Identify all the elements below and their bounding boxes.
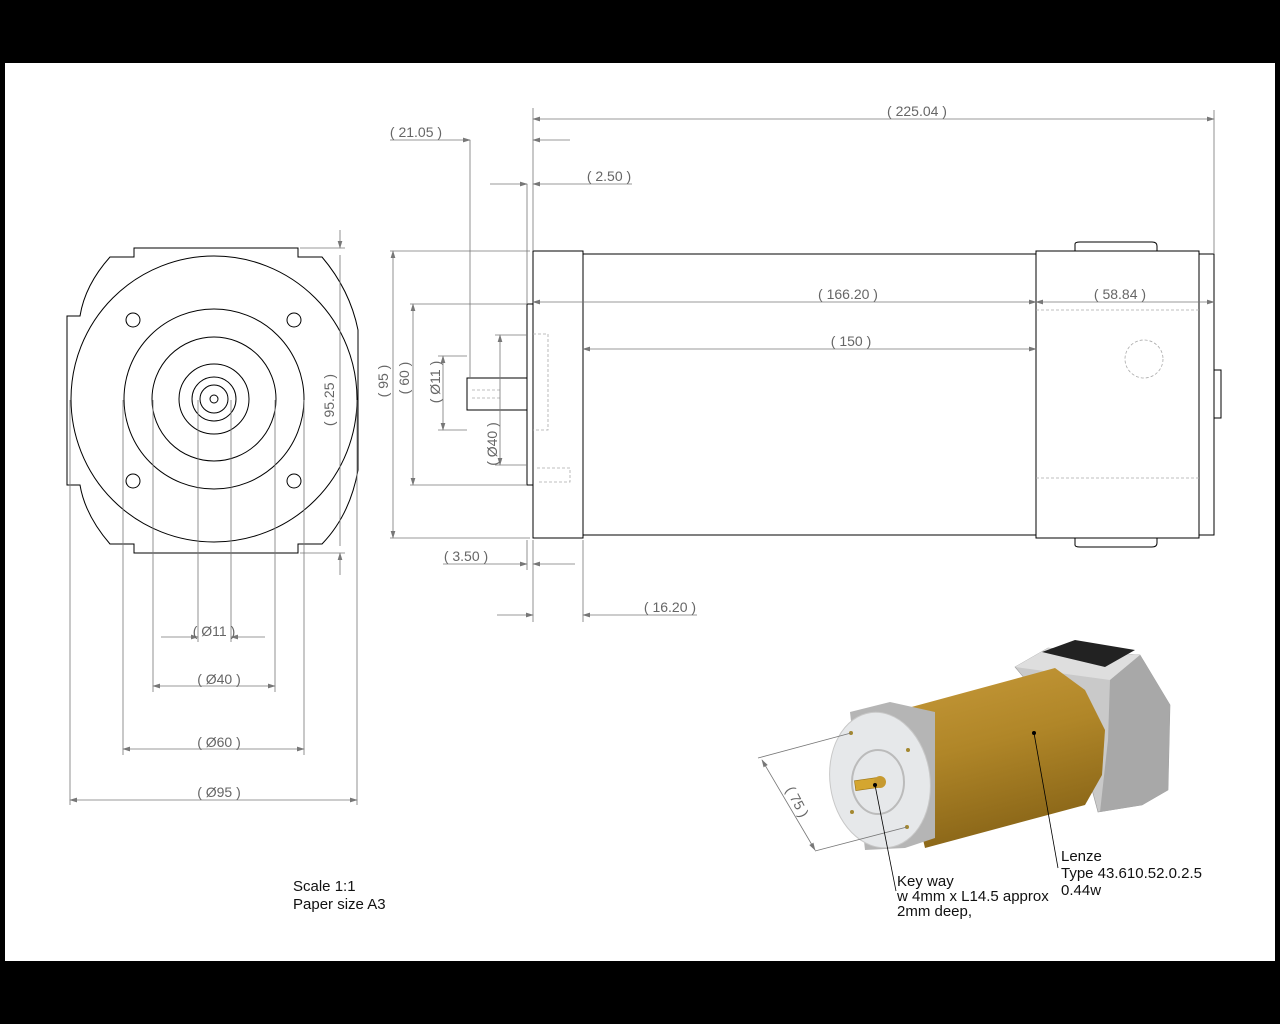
bolt-hole (286, 312, 302, 328)
dim-60: ( 60 ) (396, 362, 412, 395)
dim-21-05: ( 21.05 ) (390, 124, 442, 140)
shaft (466, 377, 528, 411)
motor-can (582, 253, 1037, 536)
dim-58-84: ( 58.84 ) (1094, 286, 1146, 302)
front-outline (66, 247, 359, 554)
leader-lines (874, 732, 1059, 892)
motor-note-3: 0.44w (1061, 882, 1101, 899)
dim-150: ( 150 ) (831, 333, 871, 349)
pilot (526, 303, 534, 486)
scale-label: Scale 1:1 (293, 878, 356, 895)
bolt-hole (125, 312, 141, 328)
dim-bolt-circle: ( Ø60 ) (197, 734, 241, 750)
iso-terminal-box (1042, 640, 1135, 667)
dim-166-20: ( 166.20 ) (818, 286, 878, 302)
motor-note-1: Lenze (1061, 848, 1102, 865)
dim-225-04: ( 225.04 ) (887, 103, 947, 119)
isometric-view: ( 75 ) Key way w 4mm x L14.5 approx 2mm … (757, 640, 1202, 920)
dim-3-50: ( 3.50 ) (444, 548, 488, 564)
front-view: ( 95.25 ) ( Ø11 ) ( Ø40 ) ( Ø60 ) ( Ø95 … (66, 230, 359, 805)
motor-note-2: Type 43.610.52.0.2.5 (1061, 865, 1202, 882)
dim-front-pilot-dia: ( Ø40 ) (197, 671, 241, 687)
keyway-note-1: Key way (897, 873, 954, 890)
dim-front-shaft-dia: ( Ø11 ) (193, 623, 236, 639)
iso-motor-can (893, 668, 1105, 848)
dim-side-pilot-dia: ( Ø40 ) (484, 422, 500, 466)
dim-2-50: ( 2.50 ) (587, 168, 631, 184)
flange (532, 250, 584, 539)
keyway-note-3: 2mm deep, (897, 903, 972, 920)
dim-16-20: ( 16.20 ) (644, 599, 696, 615)
dim-flange-dia: ( Ø95 ) (197, 784, 241, 800)
dim-95: ( 95 ) (375, 365, 391, 398)
bolt-hole (286, 473, 302, 489)
bolt-hole (125, 473, 141, 489)
dim-95-25: ( 95.25 ) (321, 374, 337, 426)
side-view: ( 225.04 ) ( 21.05 ) ( 2.50 ) ( 166.20 )… (375, 103, 1222, 622)
dim-side-shaft-dia: ( Ø11 ) (427, 361, 443, 404)
paper-size-label: Paper size A3 (293, 896, 386, 913)
keyway-note-2: w 4mm x L14.5 approx (896, 888, 1049, 905)
dim-75: ( 75 ) (783, 783, 812, 819)
drawing-sheet (5, 63, 1275, 961)
